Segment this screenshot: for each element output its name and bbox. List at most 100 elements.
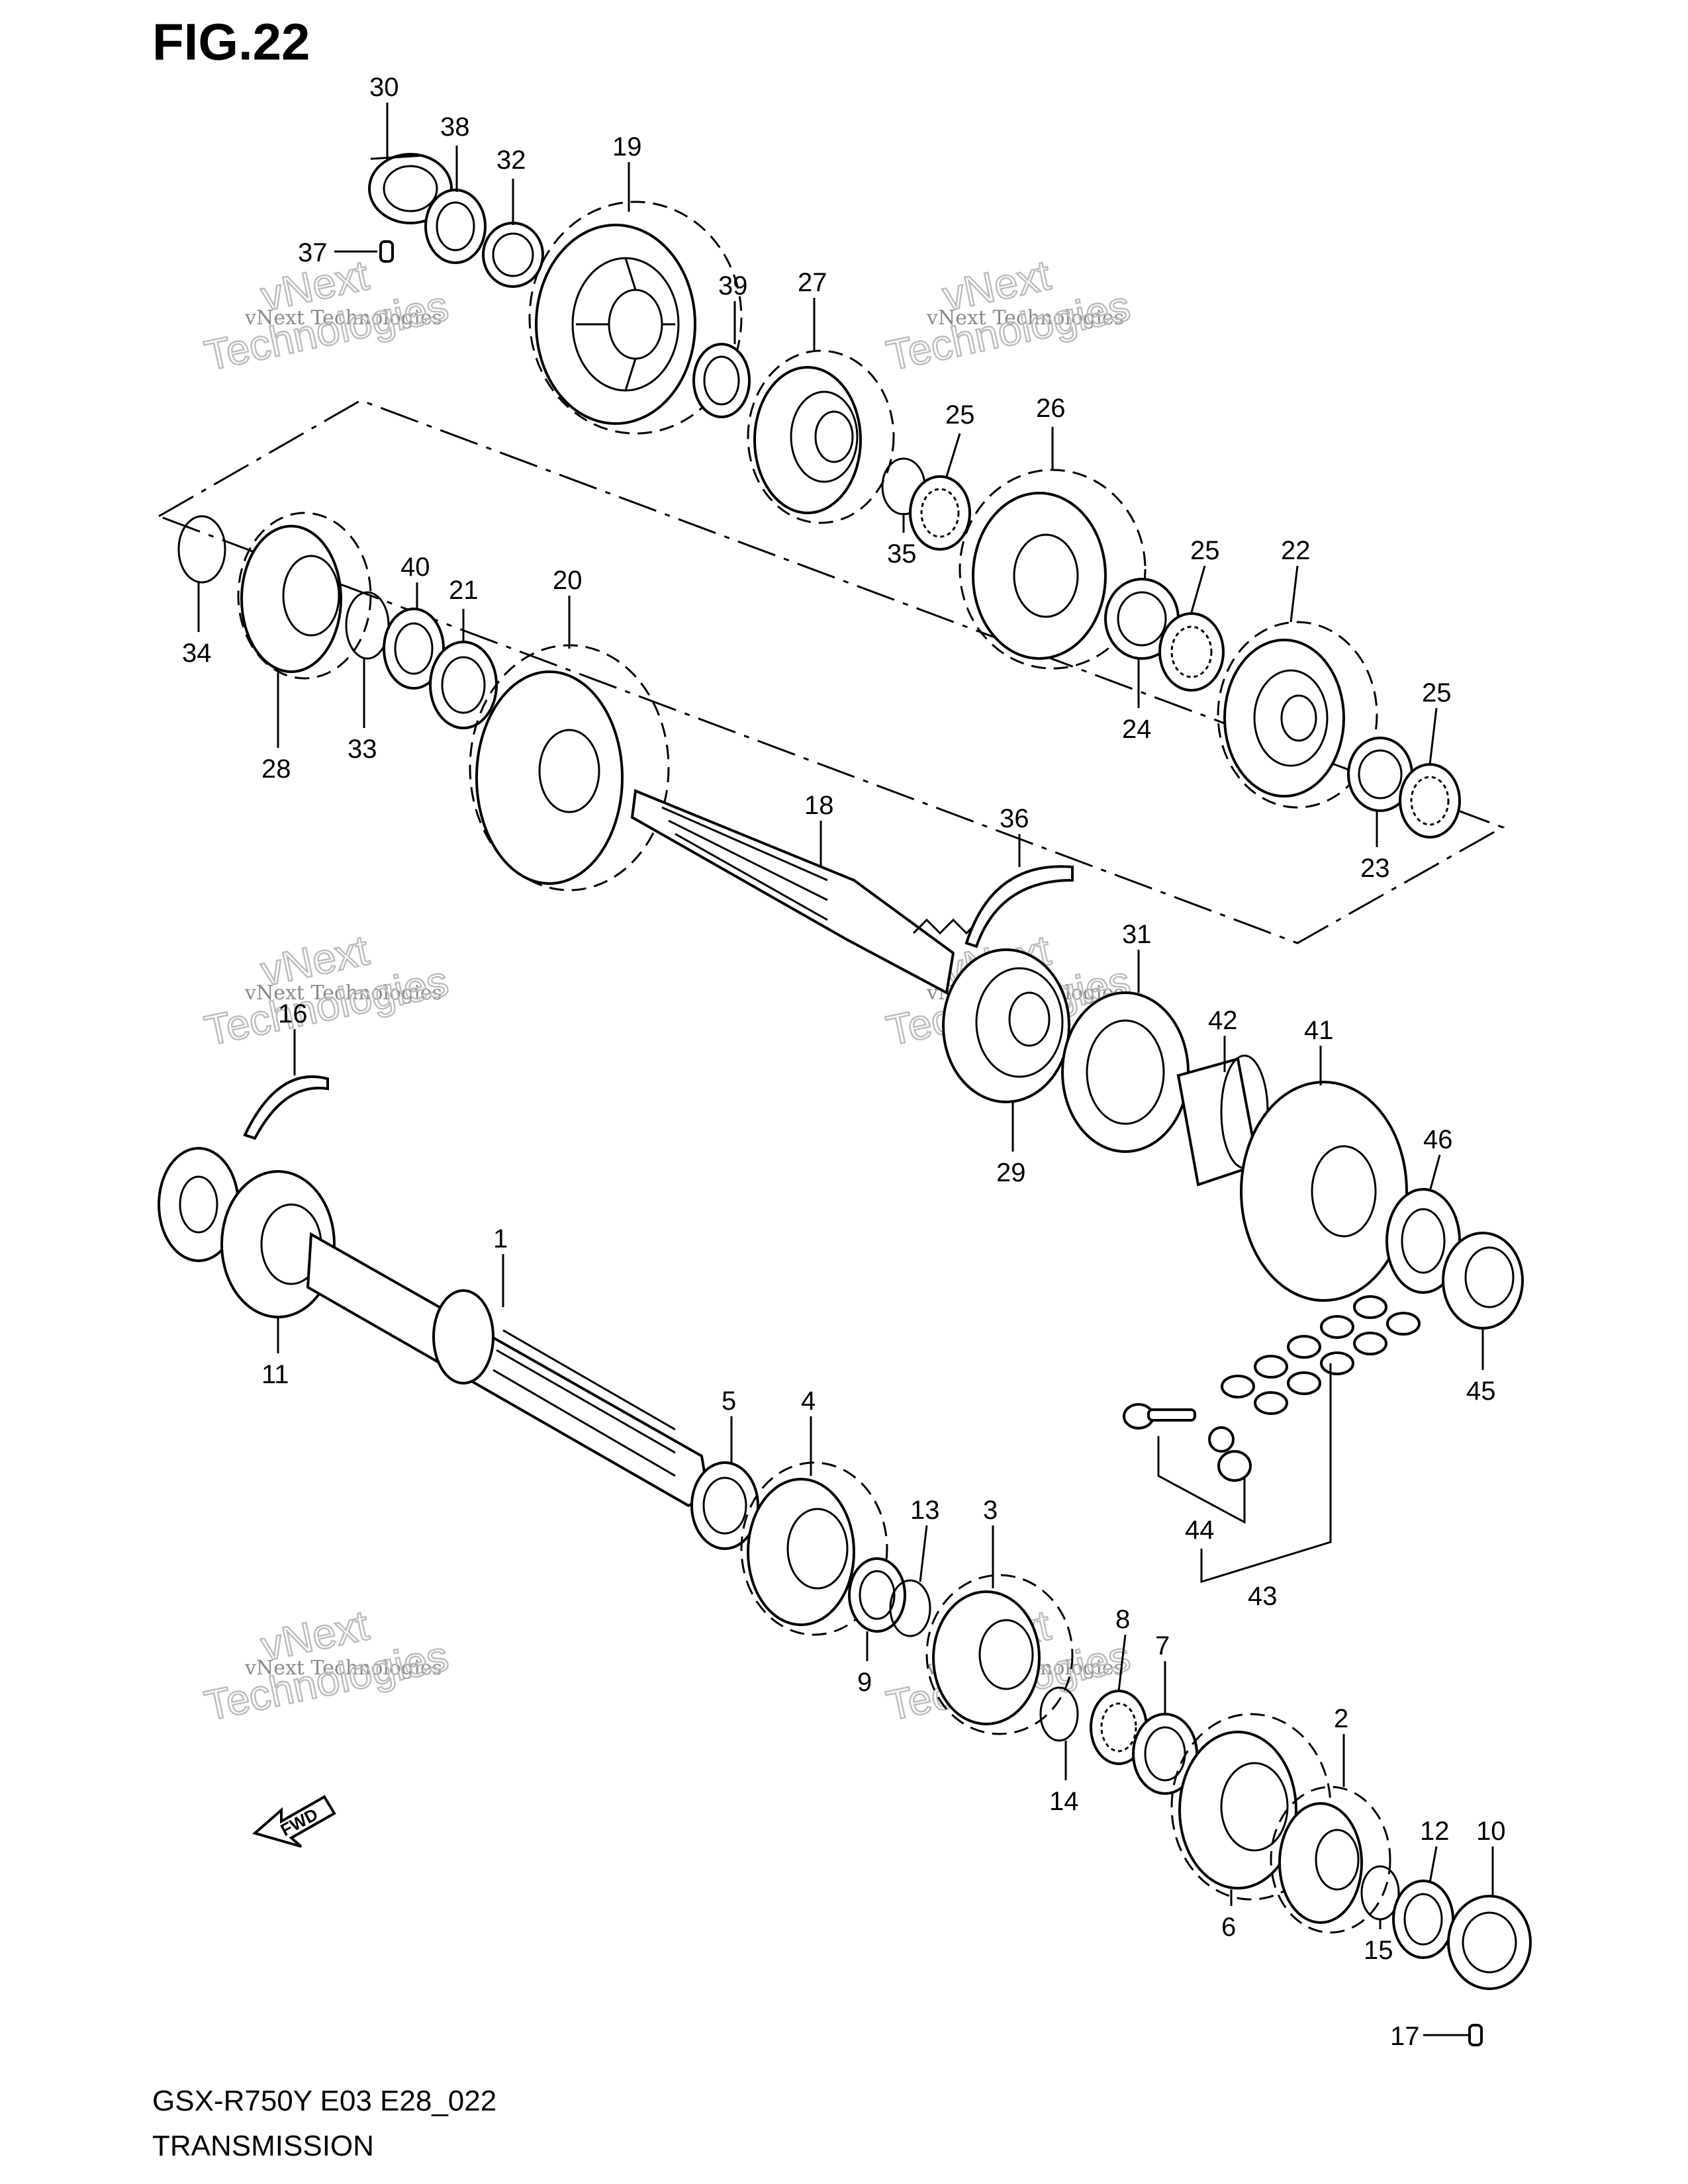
part-label-32: 32 <box>496 146 526 175</box>
part-17-pin <box>1468 2024 1483 2046</box>
part-16-clip <box>243 1075 329 1140</box>
part-label-45: 45 <box>1466 1377 1496 1406</box>
part-21-bushing <box>429 641 498 729</box>
part-45-nut <box>1442 1232 1524 1330</box>
drive-shaft-parts <box>158 1075 1532 2046</box>
part-20-gear <box>469 644 670 891</box>
part-label-8: 8 <box>1115 1605 1130 1634</box>
part-label-44: 44 <box>1185 1516 1215 1545</box>
part-46-washer <box>1385 1188 1461 1294</box>
part-label-1: 1 <box>493 1224 508 1253</box>
part-label-18: 18 <box>804 791 834 820</box>
part-label-5: 5 <box>722 1387 736 1416</box>
part-label-19: 19 <box>612 132 642 161</box>
part-labels: 30 38 32 37 19 39 27 25 35 26 25 24 22 2… <box>182 73 1506 2051</box>
countershaft-parts <box>177 512 1524 1330</box>
part-label-42: 42 <box>1208 1006 1238 1035</box>
part-22-gear <box>1217 621 1378 809</box>
part-32-bushing <box>482 222 544 288</box>
part-label-28: 28 <box>261 754 291 784</box>
leader-lines <box>197 103 1494 2036</box>
part-25-washer <box>1399 763 1461 839</box>
part-label-14: 14 <box>1049 1787 1079 1816</box>
part-25-washer <box>909 475 971 551</box>
part-14-circlip <box>1039 1686 1079 1742</box>
fwd-arrow-icon: FWD <box>252 1795 336 1848</box>
part-label-25: 25 <box>1190 536 1220 565</box>
part-36-retainer <box>964 865 1074 948</box>
part-29-bearing <box>942 948 1070 1103</box>
part-label-34: 34 <box>182 639 212 668</box>
part-44-master-link <box>1123 1403 1252 1482</box>
part-label-41: 41 <box>1304 1016 1334 1045</box>
chain-links <box>1221 1295 1421 1415</box>
part-33-circlip <box>345 591 390 660</box>
part-label-12: 12 <box>1420 1817 1450 1846</box>
part-label-35: 35 <box>887 539 917 569</box>
part-37-pin <box>379 240 394 263</box>
watermark-small: vNext Technologies <box>244 306 442 330</box>
sub-assembly-outline <box>158 399 1505 944</box>
part-39-washer <box>692 343 751 418</box>
part-label-46: 46 <box>1423 1125 1453 1154</box>
section-name: TRANSMISSION <box>152 2130 374 2162</box>
part-label-24: 24 <box>1122 715 1152 744</box>
part-label-38: 38 <box>440 113 470 142</box>
part-label-15: 15 <box>1364 1936 1393 1965</box>
figure-title: FIG.22 <box>152 13 310 71</box>
part-label-4: 4 <box>801 1387 816 1416</box>
part-40-washer <box>383 608 445 690</box>
model-code: GSX-R750Y E03 E28_022 <box>152 2085 497 2117</box>
part-38-washer <box>424 189 487 264</box>
drive-chain <box>1123 1295 1421 1584</box>
part-label-3: 3 <box>983 1496 998 1525</box>
part-28-gear <box>237 512 372 680</box>
part-1-drive-shaft <box>306 1232 710 1508</box>
part-label-29: 29 <box>996 1158 1026 1187</box>
part-drive-washer <box>158 1147 240 1262</box>
part-3-gear <box>925 1574 1074 1735</box>
part-label-40: 40 <box>400 553 430 582</box>
part-label-39: 39 <box>718 271 748 300</box>
part-label-43: 43 <box>1248 1582 1278 1611</box>
watermark-small: vNext Technologies <box>244 1657 442 1680</box>
part-19-gear <box>528 201 743 435</box>
part-31-oil-seal <box>1061 991 1190 1153</box>
part-6-gear <box>1170 1713 1332 1901</box>
part-label-7: 7 <box>1155 1631 1170 1661</box>
part-label-17: 17 <box>1390 2022 1420 2051</box>
part-label-9: 9 <box>857 1668 872 1697</box>
part-label-10: 10 <box>1476 1817 1506 1846</box>
part-10-bearing <box>1447 1895 1532 1990</box>
part-label-6: 6 <box>1221 1913 1236 1942</box>
upper-shaft-parts <box>368 153 1461 839</box>
part-label-31: 31 <box>1122 920 1152 949</box>
watermark-small: vNext Technologies <box>244 981 442 1005</box>
part-41-sprocket <box>1240 1081 1408 1302</box>
part-label-23: 23 <box>1360 854 1390 883</box>
part-label-25: 25 <box>945 400 975 430</box>
part-label-21: 21 <box>449 576 479 605</box>
part-label-11: 11 <box>261 1360 289 1389</box>
part-13-circlip <box>889 1579 931 1637</box>
part-label-27: 27 <box>798 268 827 297</box>
part-27-gear <box>747 349 895 524</box>
part-9-washer <box>848 1557 906 1633</box>
part-label-16: 16 <box>278 999 308 1028</box>
part-label-22: 22 <box>1281 536 1311 565</box>
part-2-gear <box>1270 1786 1391 1934</box>
part-label-36: 36 <box>1000 804 1029 833</box>
part-label-30: 30 <box>369 73 399 102</box>
part-5-bushing <box>690 1461 759 1550</box>
part-label-25: 25 <box>1422 678 1452 707</box>
part-label-2: 2 <box>1334 1704 1348 1733</box>
part-4-gear <box>740 1461 888 1636</box>
part-label-13: 13 <box>910 1496 940 1525</box>
part-label-20: 20 <box>553 566 583 595</box>
part-12-washer <box>1392 1880 1454 1959</box>
part-label-33: 33 <box>348 735 377 764</box>
part-34-circlip <box>177 515 226 584</box>
part-label-37: 37 <box>298 238 328 267</box>
part-25-washer <box>1158 612 1225 692</box>
